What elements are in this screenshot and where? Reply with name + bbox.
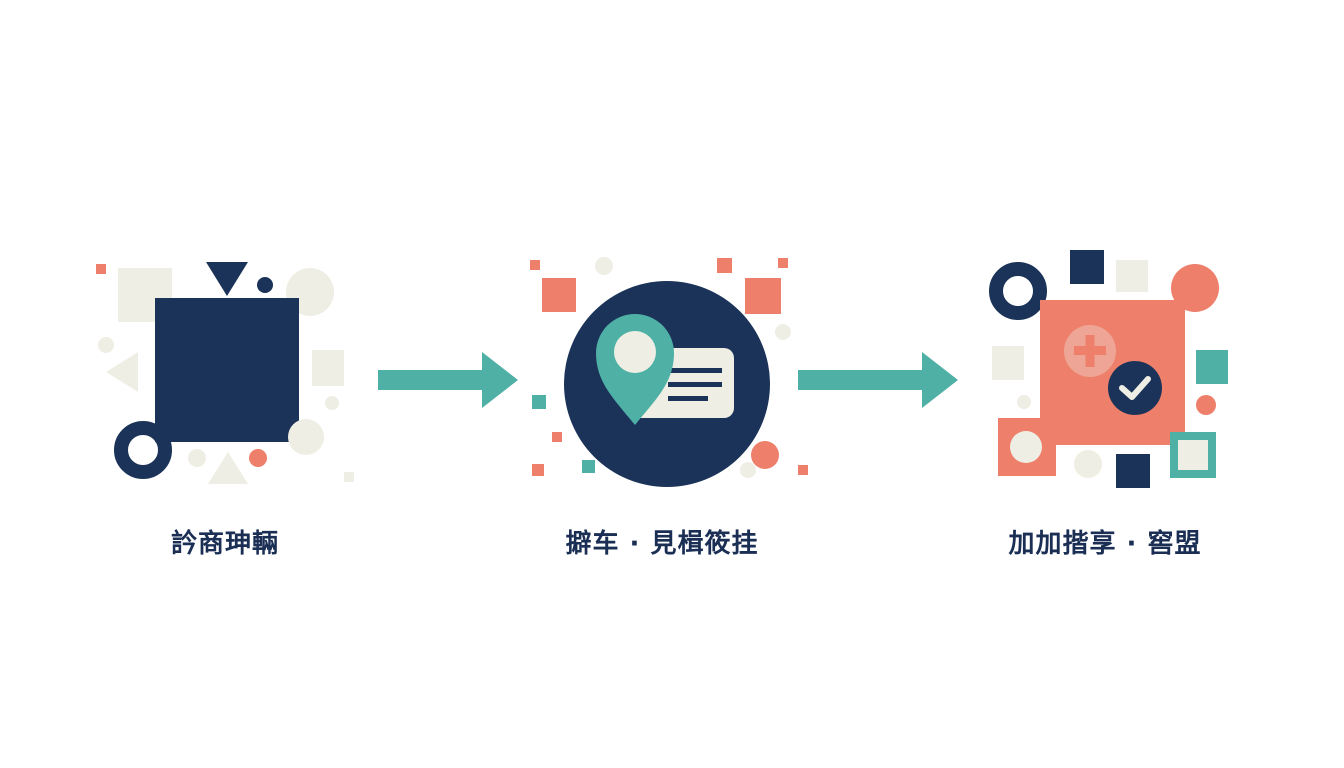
coral-square (745, 278, 781, 314)
teal-small-square (582, 460, 595, 473)
coral-dot (249, 449, 267, 467)
coral-small-square (717, 258, 732, 273)
cream-small-square (312, 350, 344, 386)
card-line (668, 396, 708, 401)
cream-dot (775, 324, 791, 340)
coral-circle (751, 441, 779, 469)
coral-dot-square (552, 432, 562, 442)
cream-square (1116, 260, 1148, 292)
cream-circle (1010, 431, 1042, 463)
step-2-illustration (530, 257, 808, 487)
cream-triangle-left (106, 352, 138, 392)
coral-small-square (532, 464, 544, 476)
navy-dot (257, 277, 273, 293)
cream-dot (325, 396, 339, 410)
step-1-label: 訡商珅輛 (170, 529, 279, 559)
navy-small-square (1116, 454, 1150, 488)
check-circle-icon (1108, 361, 1162, 415)
teal-small-square (532, 395, 546, 409)
coral-dot-square (96, 264, 106, 274)
navy-triangle-down (206, 262, 248, 296)
arrow-right-icon (378, 352, 518, 408)
coral-square (1040, 300, 1185, 445)
navy-small-square (1070, 250, 1104, 284)
cream-inner-square (1178, 440, 1208, 470)
arrow-right-icon (798, 352, 958, 408)
coral-dot (1196, 395, 1216, 415)
card-line (668, 382, 722, 387)
cream-dot (595, 257, 613, 275)
card-line (668, 368, 722, 373)
coral-dot-square (798, 465, 808, 475)
location-pin-dot (614, 331, 656, 373)
cream-circle (288, 419, 324, 455)
coral-dot-square (530, 260, 540, 270)
cream-square (992, 346, 1024, 380)
navy-ring (989, 262, 1047, 320)
step-3-label: 加加揩享 · 窖盟 (1008, 529, 1202, 559)
step-2-label: 擗车 · 見楫筱挂 (565, 529, 759, 559)
coral-square (542, 278, 576, 312)
step-1-illustration (96, 262, 354, 484)
cream-dot (98, 337, 114, 353)
cream-triangle-up (208, 452, 248, 484)
coral-circle (1171, 264, 1219, 312)
check-icon (1119, 376, 1151, 400)
navy-square (155, 298, 299, 442)
navy-ring (114, 421, 172, 479)
cream-dot (188, 449, 206, 467)
teal-square (1196, 350, 1228, 384)
plus-icon-bar (1085, 335, 1095, 367)
cream-dot (740, 462, 756, 478)
step-3-illustration (989, 250, 1228, 488)
cream-circle (1074, 450, 1102, 478)
cream-dot (1017, 395, 1031, 409)
cream-dot-square (344, 472, 354, 482)
coral-dot-square (778, 258, 788, 268)
